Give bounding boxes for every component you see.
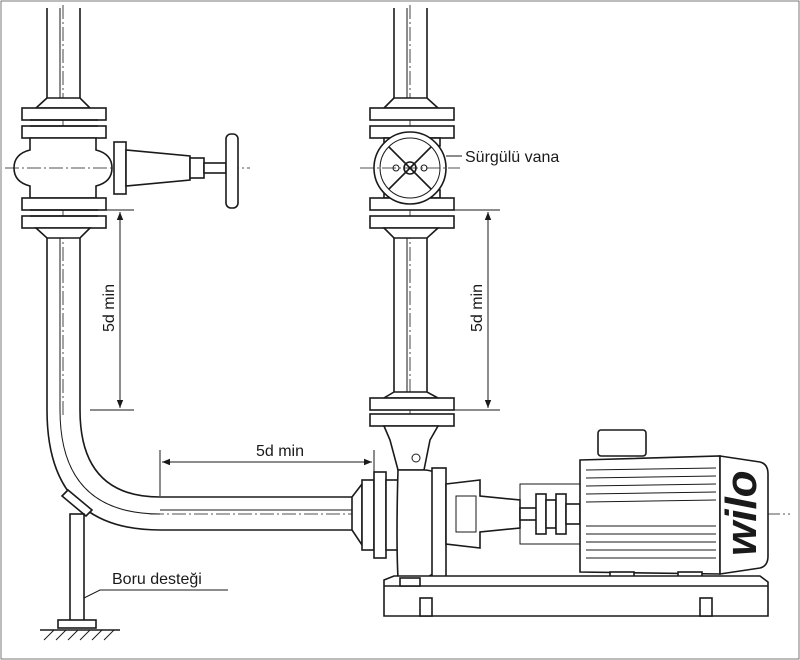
centrifugal-pump (396, 453, 581, 581)
wilo-logo: wilo (717, 470, 766, 556)
horizontal-suction-pipe (150, 471, 790, 559)
left-suction-pipe (5, 5, 250, 531)
dimension-label-right: 5d min (469, 284, 486, 332)
right-discharge-pipe (369, 5, 455, 471)
dimension-horizontal (159, 450, 375, 496)
pipe-support (40, 488, 120, 641)
dimension-label-horizontal: 5d min (256, 443, 304, 460)
baseplate (383, 575, 769, 617)
pipe-support-label: Boru desteği (112, 571, 202, 588)
left-valve-actuator (113, 133, 239, 209)
dimension-right-vertical (440, 209, 500, 411)
gate-valve-label: Sürgülü vana (465, 149, 559, 166)
dimension-label-left: 5d min (101, 284, 118, 332)
gate-valve-handwheel (360, 131, 460, 205)
pipe-support-leader (83, 589, 228, 599)
dimension-left-vertical (90, 209, 134, 411)
